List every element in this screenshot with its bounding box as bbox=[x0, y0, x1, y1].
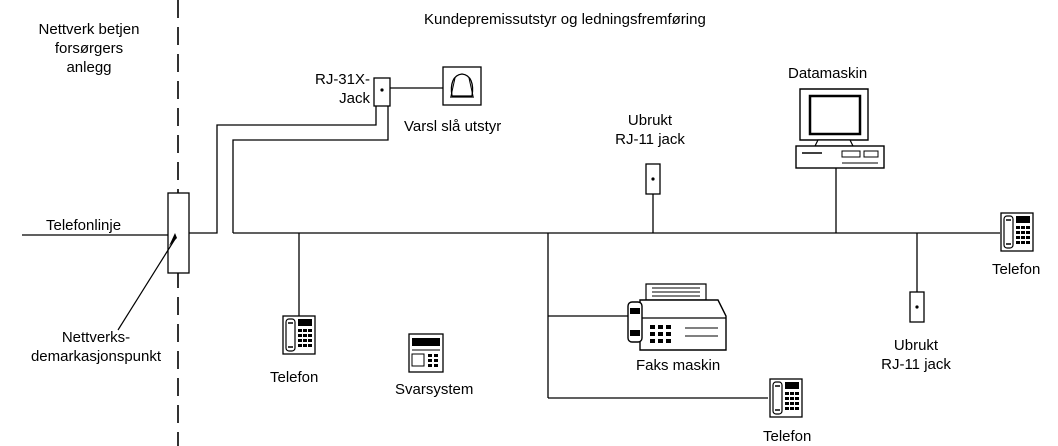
demarcation-point-box bbox=[167, 192, 190, 274]
telephone-bottom-label: Telefon bbox=[763, 428, 812, 445]
telephone-line-label: Telefonlinje bbox=[46, 217, 122, 234]
unused-jack-right-icon bbox=[909, 291, 925, 323]
demarcation-point-label: Nettverks- demarkasjonspunkt bbox=[30, 329, 162, 365]
fax-machine-icon bbox=[627, 283, 727, 351]
unused-jack-right-label: Ubrukt RJ-11 jack bbox=[881, 337, 951, 373]
telephone-left-icon bbox=[282, 315, 316, 355]
telephone-left-label: Telefon bbox=[270, 369, 319, 386]
telephone-right-label: Telefon bbox=[992, 261, 1041, 278]
rj31x-jack-box bbox=[373, 77, 391, 107]
fax-machine-label: Faks maskin bbox=[636, 357, 721, 374]
alarm-bell-icon bbox=[442, 66, 482, 106]
network-side-label: Nettverk betjen forsørgers anlegg bbox=[38, 21, 140, 76]
demarcation-connector bbox=[169, 233, 177, 246]
answering-system-label: Svarsystem bbox=[395, 381, 474, 398]
customer-side-label: Kundepremissutstyr og ledningsfremføring bbox=[424, 11, 706, 28]
computer-icon bbox=[795, 88, 885, 169]
wire-to-rj31x-outer bbox=[189, 106, 377, 234]
rj31x-jack-label: RJ-31X- Jack bbox=[314, 71, 370, 107]
wire-to-rj31x-inner bbox=[232, 106, 389, 233]
demarcation-pointer-line bbox=[117, 238, 176, 331]
telephone-bottom-icon bbox=[769, 378, 803, 418]
computer-label: Datamaskin bbox=[788, 65, 868, 82]
answering-machine-icon bbox=[408, 333, 444, 373]
unused-jack-top-label: Ubrukt RJ-11 jack bbox=[615, 112, 685, 148]
unused-jack-top-icon bbox=[645, 163, 661, 195]
telephone-right-icon bbox=[1000, 212, 1034, 252]
alarm-equipment-label: Varsl slå utstyr bbox=[404, 118, 502, 135]
